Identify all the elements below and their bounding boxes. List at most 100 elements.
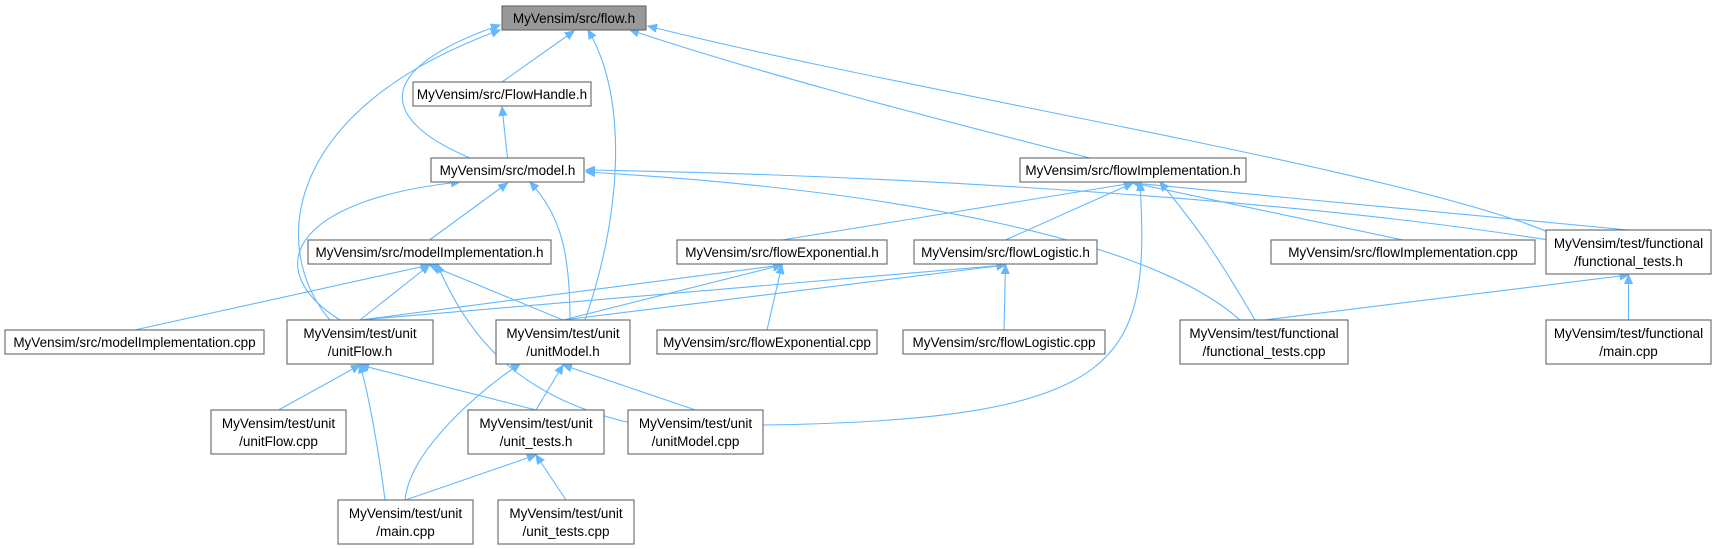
graph-node-flowlog-cpp[interactable]: MyVensim/src/flowLogistic.cpp xyxy=(902,329,1106,355)
node-box xyxy=(1545,229,1712,275)
node-label: MyVensim/src/flowImplementation.h xyxy=(1025,163,1240,178)
node-label: MyVensim/test/unit xyxy=(479,416,593,431)
node-box xyxy=(1179,319,1349,365)
graph-node-flowexp-cpp[interactable]: MyVensim/src/flowExponential.cpp xyxy=(656,329,878,355)
graph-node-flowimpl-cpp[interactable]: MyVensim/src/flowImplementation.cpp xyxy=(1270,239,1536,265)
node-label: MyVensim/test/unit xyxy=(506,326,620,341)
node-label: MyVensim/test/unit xyxy=(222,416,336,431)
include-edge-functional_tests_cpp-to-functional_tests_h xyxy=(1263,275,1629,321)
graph-node-unit-main-cpp[interactable]: MyVensim/test/unit/main.cpp xyxy=(337,499,474,545)
node-box xyxy=(430,157,585,183)
graph-node-flowlog-h[interactable]: MyVensim/src/flowLogistic.h xyxy=(913,239,1098,265)
graph-node-functional-tests-h[interactable]: MyVensim/test/functional/functional_test… xyxy=(1545,229,1712,275)
node-label: MyVensim/src/flowExponential.h xyxy=(685,245,879,260)
node-label: MyVensim/src/model.h xyxy=(440,163,576,178)
include-edge-functional_tests_h-to-flowimpl_h xyxy=(1133,183,1629,231)
node-box xyxy=(337,499,474,545)
node-label: MyVensim/test/unit xyxy=(509,506,623,521)
node-box xyxy=(286,319,434,365)
node-box xyxy=(676,239,888,265)
include-edge-unitmodel_cpp-to-unitmodel_h xyxy=(563,365,696,411)
graph-node-unitflow-cpp[interactable]: MyVensim/test/unit/unitFlow.cpp xyxy=(210,409,347,455)
graph-node-flow-h[interactable]: MyVensim/src/flow.h xyxy=(501,5,647,31)
node-box xyxy=(412,81,592,107)
node-label: /functional_tests.h xyxy=(1574,254,1683,269)
node-box xyxy=(467,409,605,455)
graph-node-unit-tests-h[interactable]: MyVensim/test/unit/unit_tests.h xyxy=(467,409,605,455)
node-label: MyVensim/src/flow.h xyxy=(513,11,635,26)
include-edge-unitflow_h-to-flow_h xyxy=(297,30,500,321)
node-label: MyVensim/test/unit xyxy=(303,326,417,341)
include-edge-unit_tests_h-to-unitflow_h xyxy=(360,365,537,411)
include-edge-modelimpl_h-to-model_h xyxy=(429,183,508,241)
node-box xyxy=(1019,157,1247,183)
include-edge-unitmodel_h-to-modelimpl_h xyxy=(430,265,564,321)
include-edge-unit_tests_cpp-to-unit_tests_h xyxy=(536,455,567,501)
node-box xyxy=(307,239,552,265)
node-label: /main.cpp xyxy=(1599,344,1658,359)
include-edge-unitflow_cpp-to-unitflow_h xyxy=(278,365,361,411)
node-label: MyVensim/test/unit xyxy=(639,416,753,431)
graph-node-functional-main-cpp[interactable]: MyVensim/test/functional/main.cpp xyxy=(1545,319,1712,365)
include-edge-functional_tests_h-to-flow_h xyxy=(648,26,1549,233)
include-edge-unitflow_h-to-flowlog_h xyxy=(359,265,1006,321)
node-label: MyVensim/src/FlowHandle.h xyxy=(417,87,587,102)
graph-node-unit-tests-cpp[interactable]: MyVensim/test/unit/unit_tests.cpp xyxy=(497,499,635,545)
node-box xyxy=(501,5,647,31)
node-label: MyVensim/src/modelImplementation.h xyxy=(315,245,543,260)
include-edge-flowhandle_h-to-flow_h xyxy=(501,31,574,83)
node-label: MyVensim/src/modelImplementation.cpp xyxy=(13,335,255,350)
node-box xyxy=(497,499,635,545)
node-box xyxy=(656,329,878,355)
include-edge-unitflow_h-to-modelimpl_h xyxy=(359,265,430,321)
include-edge-unit_tests_h-to-unitmodel_h xyxy=(535,365,563,411)
include-edge-unitmodel_cpp-to-flowimpl_h xyxy=(762,182,1142,426)
graph-node-flowexp-h[interactable]: MyVensim/src/flowExponential.h xyxy=(676,239,888,265)
include-edge-unitmodel_h-to-flowlog_h xyxy=(562,265,1006,321)
include-edge-flowexp_cpp-to-flowexp_h xyxy=(766,265,782,331)
node-label: /unitFlow.cpp xyxy=(239,434,318,449)
node-box xyxy=(1270,239,1536,265)
node-label: MyVensim/test/functional xyxy=(1554,326,1703,341)
include-edge-unit_main_cpp-to-unit_tests_h xyxy=(405,455,537,501)
include-edge-flowlog_h-to-flowimpl_h xyxy=(1005,183,1134,241)
node-label: MyVensim/test/functional xyxy=(1554,236,1703,251)
node-label: MyVensim/src/flowImplementation.cpp xyxy=(1288,245,1518,260)
include-edge-unitflow_h-to-model_h xyxy=(297,182,460,321)
node-label: /unit_tests.cpp xyxy=(522,524,609,539)
node-box xyxy=(913,239,1098,265)
include-edge-functional_tests_cpp-to-model_h xyxy=(586,172,1241,321)
node-box xyxy=(1545,319,1712,365)
graph-node-unitflow-h[interactable]: MyVensim/test/unit/unitFlow.h xyxy=(286,319,434,365)
include-edge-functional_tests_cpp-to-flowimpl_h xyxy=(1160,182,1256,321)
node-label: MyVensim/src/flowLogistic.cpp xyxy=(912,335,1095,350)
graph-node-flowimpl-h[interactable]: MyVensim/src/flowImplementation.h xyxy=(1019,157,1247,183)
node-label: /functional_tests.cpp xyxy=(1202,344,1325,359)
node-label: /unitModel.h xyxy=(526,344,600,359)
edges-layer xyxy=(134,25,1629,501)
node-label: MyVensim/test/unit xyxy=(349,506,463,521)
node-label: /unitModel.cpp xyxy=(652,434,740,449)
include-edge-model_h-to-flowhandle_h xyxy=(502,107,509,159)
node-label: /unitFlow.h xyxy=(328,344,393,359)
graph-node-unitmodel-h[interactable]: MyVensim/test/unit/unitModel.h xyxy=(495,319,631,365)
node-label: /main.cpp xyxy=(376,524,435,539)
graph-node-unitmodel-cpp[interactable]: MyVensim/test/unit/unitModel.cpp xyxy=(627,409,764,455)
node-label: MyVensim/src/flowExponential.cpp xyxy=(663,335,871,350)
include-edge-unitmodel_h-to-model_h xyxy=(530,182,571,321)
node-box xyxy=(210,409,347,455)
graph-node-model-h[interactable]: MyVensim/src/model.h xyxy=(430,157,585,183)
node-label: MyVensim/src/flowLogistic.h xyxy=(921,245,1090,260)
include-edge-modelimpl_cpp-to-modelimpl_h xyxy=(134,265,430,331)
node-label: MyVensim/test/functional xyxy=(1189,326,1338,341)
graph-node-modelimpl-h[interactable]: MyVensim/src/modelImplementation.h xyxy=(307,239,552,265)
include-edge-unit_main_cpp-to-unitflow_h xyxy=(360,364,386,501)
node-box xyxy=(627,409,764,455)
include-edge-flowimpl_cpp-to-flowimpl_h xyxy=(1133,183,1404,241)
nodes-layer: MyVensim/src/flow.hMyVensim/src/FlowHand… xyxy=(4,5,1712,545)
graph-node-modelimpl-cpp[interactable]: MyVensim/src/modelImplementation.cpp xyxy=(4,329,265,355)
include-edge-flowlog_cpp-to-flowlog_h xyxy=(1004,265,1006,331)
graph-node-flowhandle-h[interactable]: MyVensim/src/FlowHandle.h xyxy=(412,81,592,107)
graph-node-functional-tests-cpp[interactable]: MyVensim/test/functional/functional_test… xyxy=(1179,319,1349,365)
